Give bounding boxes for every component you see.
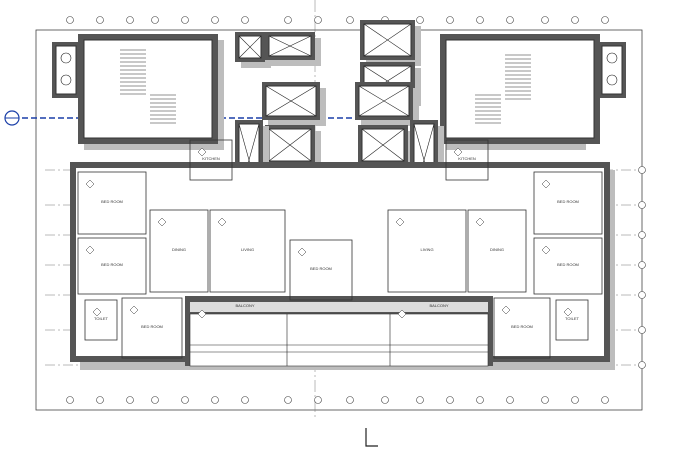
grid-bubble[interactable]	[181, 16, 189, 24]
grid-bubble[interactable]	[96, 396, 104, 404]
grid-bubble[interactable]	[284, 16, 292, 24]
grid-bubble[interactable]	[571, 16, 579, 24]
room-tag-icon[interactable]	[541, 179, 551, 189]
grid-bubble[interactable]	[638, 291, 646, 299]
grid-bubble[interactable]	[66, 396, 74, 404]
grid-bubble[interactable]	[314, 16, 322, 24]
grid-bubble[interactable]	[66, 16, 74, 24]
room-bed-right-3[interactable]	[493, 297, 551, 359]
grid-bubble[interactable]	[151, 16, 159, 24]
room-bed-right-2[interactable]	[533, 237, 603, 295]
room-bed-center[interactable]	[289, 239, 353, 301]
stair-core-right	[440, 34, 626, 150]
room-label: BED ROOM	[557, 199, 579, 204]
room-tag-icon[interactable]	[501, 305, 511, 315]
grid-bubble[interactable]	[541, 16, 549, 24]
view-break-mark	[365, 428, 378, 447]
room-tag-icon[interactable]	[297, 247, 307, 257]
room-label: LIVING	[420, 247, 433, 252]
room-dining-left[interactable]	[149, 209, 209, 293]
room-label: BED ROOM	[310, 266, 332, 271]
grid-bubble[interactable]	[346, 396, 354, 404]
room-label: TOILET	[565, 316, 579, 321]
grid-bubble[interactable]	[284, 396, 292, 404]
grid-bubble[interactable]	[151, 396, 159, 404]
room-tag-icon[interactable]	[197, 309, 207, 319]
room-dining-right[interactable]	[467, 209, 527, 293]
room-tag-icon[interactable]	[475, 217, 485, 227]
grid-bubble[interactable]	[181, 396, 189, 404]
room-tag-icon[interactable]	[85, 245, 95, 255]
grid-bubble[interactable]	[211, 16, 219, 24]
grid-bubble[interactable]	[638, 326, 646, 334]
grid-bubble[interactable]	[506, 396, 514, 404]
room-label: BED ROOM	[511, 324, 533, 329]
room-tag-icon[interactable]	[395, 217, 405, 227]
grid-bubble[interactable]	[381, 396, 389, 404]
room-label: LIVING	[241, 247, 254, 252]
room-bed-right-1[interactable]	[533, 171, 603, 235]
grid-bubble[interactable]	[446, 16, 454, 24]
room-label: BALCONY	[235, 303, 254, 308]
room-kitchen-left[interactable]	[189, 139, 233, 181]
grid-bubble[interactable]	[96, 16, 104, 24]
stair-core-left	[52, 34, 224, 150]
grid-bubble[interactable]	[571, 396, 579, 404]
room-label: BED ROOM	[101, 262, 123, 267]
room-label: KITCHEN	[458, 156, 476, 161]
grid-bubbles	[66, 16, 646, 404]
grid-bubble[interactable]	[416, 16, 424, 24]
grid-bubble[interactable]	[314, 396, 322, 404]
grid-bubble[interactable]	[446, 396, 454, 404]
grid-bubble[interactable]	[346, 16, 354, 24]
grid-bubble[interactable]	[476, 16, 484, 24]
room-label: BED ROOM	[557, 262, 579, 267]
room-tag-icon[interactable]	[85, 179, 95, 189]
grid-bubble[interactable]	[601, 396, 609, 404]
room-tag-icon[interactable]	[92, 307, 102, 317]
room-label: KITCHEN	[202, 156, 220, 161]
room-tag-icon[interactable]	[217, 217, 227, 227]
room-tag-icon[interactable]	[453, 147, 463, 157]
grid-bubble[interactable]	[211, 396, 219, 404]
grid-bubble[interactable]	[126, 16, 134, 24]
grid-bubble[interactable]	[638, 201, 646, 209]
room-bed-left-2[interactable]	[77, 237, 147, 295]
grid-bubble[interactable]	[638, 166, 646, 174]
room-label: BALCONY	[429, 303, 448, 308]
grid-bubble[interactable]	[416, 396, 424, 404]
rooms	[77, 139, 603, 359]
grid-bubble[interactable]	[241, 396, 249, 404]
room-label: BED ROOM	[141, 324, 163, 329]
room-label: DINING	[172, 247, 186, 252]
room-living-left[interactable]	[209, 209, 286, 293]
room-kitchen-right[interactable]	[445, 139, 489, 181]
room-tag-icon[interactable]	[541, 245, 551, 255]
grid-bubble[interactable]	[541, 396, 549, 404]
room-tag-icon[interactable]	[157, 217, 167, 227]
grid-bubble[interactable]	[638, 261, 646, 269]
room-label: TOILET	[94, 316, 108, 321]
room-toilet-right[interactable]	[555, 299, 589, 341]
room-tag-icon[interactable]	[129, 305, 139, 315]
room-bed-left-3[interactable]	[121, 297, 183, 359]
room-bed-left-1[interactable]	[77, 171, 147, 235]
building-footprint	[70, 162, 615, 370]
grid-bubble[interactable]	[241, 16, 249, 24]
grid-bubble[interactable]	[601, 16, 609, 24]
grid-bubble[interactable]	[126, 396, 134, 404]
room-living-right[interactable]	[387, 209, 467, 293]
grid-bubble[interactable]	[506, 16, 514, 24]
grid-bubble[interactable]	[638, 231, 646, 239]
room-toilet-left[interactable]	[84, 299, 118, 341]
grid-bubble[interactable]	[476, 396, 484, 404]
room-tag-icon[interactable]	[197, 147, 207, 157]
room-label: BED ROOM	[101, 199, 123, 204]
room-tag-icon[interactable]	[563, 307, 573, 317]
grid-bubble[interactable]	[638, 361, 646, 369]
view-crop-region	[35, 29, 643, 411]
room-label: DINING	[490, 247, 504, 252]
room-tag-icon[interactable]	[397, 309, 407, 319]
